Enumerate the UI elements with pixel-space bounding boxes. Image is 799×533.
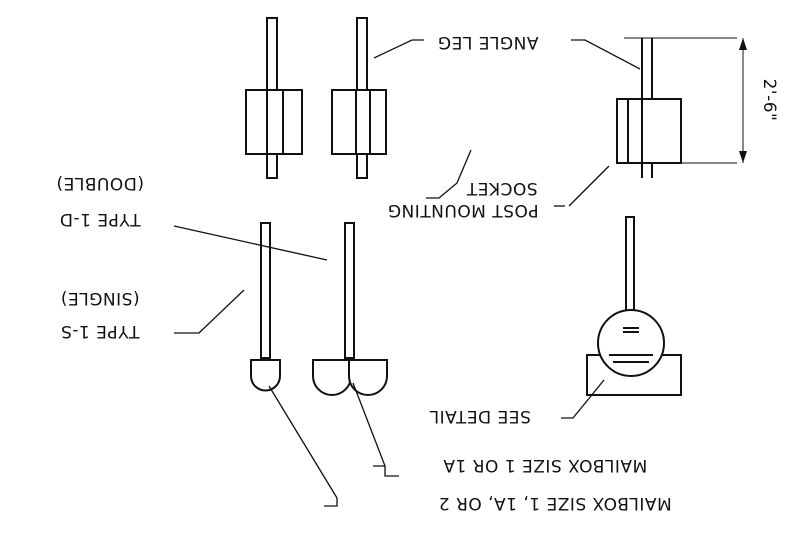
- label-socket: SOCKET: [466, 178, 537, 198]
- detail-circle: [597, 309, 665, 377]
- leader-lines: [173, 39, 641, 507]
- dimension-2ft-6in: [624, 37, 747, 164]
- mailbox-double-right: [312, 359, 352, 396]
- mailbox-single: [250, 359, 281, 392]
- post-with-detail: [586, 216, 682, 396]
- angle-legs-with-sockets: [245, 17, 387, 179]
- socket-2: [245, 89, 303, 155]
- angle-leg-single-socket: [616, 38, 682, 178]
- labels: TYPE 1-D (DOUBLE) TYPE 1-S (SINGLE) ANGL…: [56, 32, 779, 513]
- label-see-detail: SEE DETAIL: [429, 406, 531, 426]
- label-double: (DOUBLE): [56, 173, 144, 193]
- label-dimension: 2'-6": [759, 79, 779, 122]
- label-angle-leg: ANGLE LEG: [437, 32, 538, 52]
- label-type-1d: TYPE 1-D: [59, 209, 141, 229]
- socket-3: [616, 98, 682, 164]
- label-post-mounting: POST MOUNTING: [387, 200, 538, 220]
- mailbox-profiles: [250, 222, 388, 396]
- label-type-1s: TYPE 1-S: [61, 321, 141, 341]
- label-single: (SINGLE): [60, 288, 139, 308]
- label-mailbox-1-1a: MAILBOX SIZE 1 OR 1A: [443, 455, 647, 475]
- label-mailbox-1-1a-2: MAILBOX SIZE 1, 1A, OR 2: [438, 493, 671, 513]
- socket-1: [331, 89, 387, 155]
- mailbox-double-left: [348, 359, 388, 396]
